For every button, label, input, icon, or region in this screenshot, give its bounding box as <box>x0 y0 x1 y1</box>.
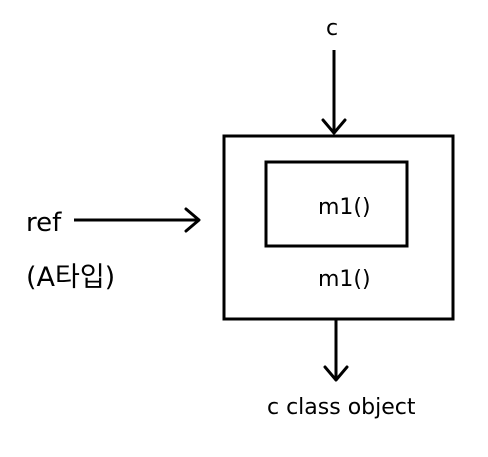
object-outer-box <box>222 134 455 321</box>
label-c: c <box>326 16 339 41</box>
label-outer-method: m1() <box>318 267 371 292</box>
label-inner-method: m1() <box>318 195 371 220</box>
arrow-ref-right <box>74 207 201 233</box>
arrow-output-down <box>323 320 349 382</box>
arrow-c-down <box>321 50 347 135</box>
inner-method-box <box>264 160 409 248</box>
label-ref-type: (A타입) <box>26 262 116 293</box>
label-output: c class object <box>267 395 416 420</box>
label-ref: ref <box>26 208 62 238</box>
